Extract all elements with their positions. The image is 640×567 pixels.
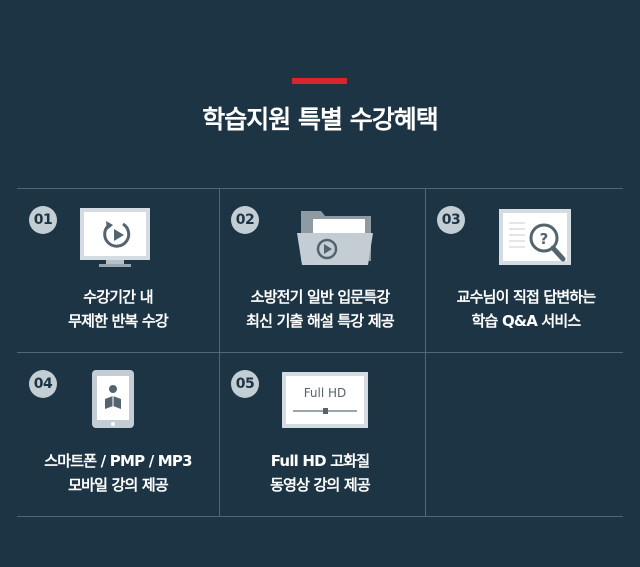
- svg-text:?: ?: [540, 230, 549, 248]
- benefit-label: 수강기간 내 무제한 반복 수강: [68, 288, 169, 330]
- page-title: 학습지원 특별 수강혜택: [202, 105, 438, 134]
- item-number-badge: 05: [231, 370, 259, 398]
- benefit-label: 스마트폰 / PMP / MP3 모바일 강의 제공: [44, 452, 192, 494]
- tablet-reader-icon: [92, 370, 134, 428]
- item-number-badge: 02: [231, 206, 259, 234]
- benefit-item-mobile: 04 스마트폰 / PMP / MP3 모바일 강의 제공: [17, 353, 219, 516]
- benefit-label: Full HD 고화질 동영상 강의 제공: [270, 452, 371, 494]
- benefits-grid: 01 수강기간 내 무제한 반복 수강 02 소방전기 일반 입문특강 최신 기…: [17, 188, 623, 517]
- benefit-item-replay: 01 수강기간 내 무제한 반복 수강: [17, 189, 219, 352]
- empty-cell: [425, 353, 627, 516]
- item-number-badge: 04: [29, 370, 57, 398]
- benefit-label: 교수님이 직접 답변하는 학습 Q&A 서비스: [456, 288, 597, 330]
- benefit-item-qa: 03 ? 교수님이 직접 답변하는 학습 Q&A 서비스: [425, 189, 627, 352]
- full-hd-screen-text: Full HD: [304, 386, 347, 400]
- qa-magnifier-icon: ?: [499, 209, 571, 265]
- folder-video-icon: [297, 211, 373, 265]
- item-number-badge: 03: [437, 206, 465, 234]
- title-accent-bar: [292, 78, 347, 84]
- benefit-item-full-hd: 05 Full HD Full HD 고화질 동영상 강의 제공: [219, 353, 421, 516]
- benefit-item-special-lecture: 02 소방전기 일반 입문특강 최신 기출 해설 특강 제공: [219, 189, 421, 352]
- item-number-badge: 01: [29, 206, 57, 234]
- replay-monitor-icon: [80, 208, 150, 267]
- benefit-label: 소방전기 일반 입문특강 최신 기출 해설 특강 제공: [246, 288, 395, 330]
- grid-divider: [17, 352, 623, 353]
- hd-screen-icon: Full HD: [282, 372, 368, 428]
